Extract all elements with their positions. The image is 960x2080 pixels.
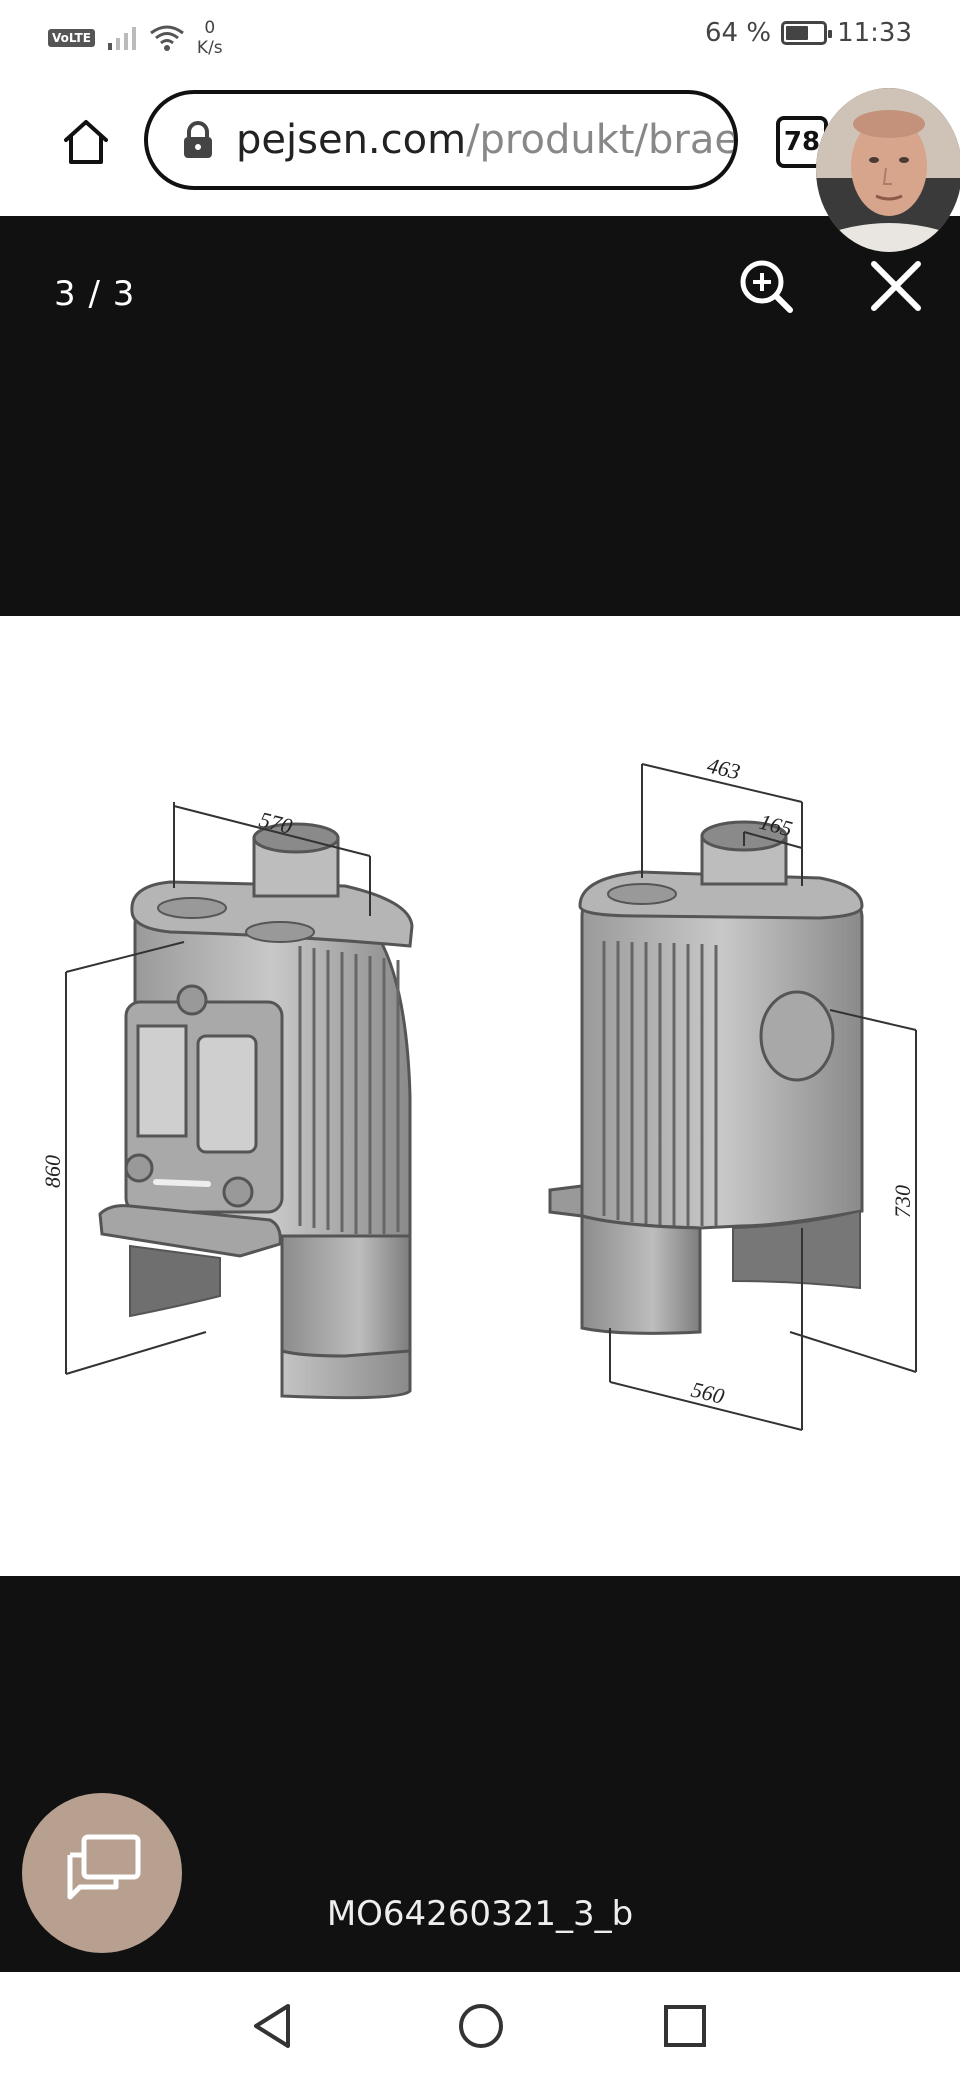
image-caption: MO64260321_3_b: [326, 1894, 634, 1934]
system-navigation-bar: [0, 1972, 960, 2080]
status-bar: VoLTE 0 K/s 64 % 11:33: [0, 0, 960, 70]
side-stove: [548, 820, 864, 1335]
home-icon: [64, 120, 108, 164]
clock: 11:33: [837, 18, 912, 48]
url-text: pejsen.com/produkt/brae: [236, 117, 738, 163]
url-path: /produkt/brae: [466, 117, 738, 163]
network-speed-value: 0: [204, 18, 216, 38]
browser-toolbar: pejsen.com/produkt/brae 78: [0, 70, 960, 216]
battery-fill: [786, 26, 808, 40]
image-viewer-footer: MO64260321_3_b: [0, 1576, 960, 1972]
battery-percent: 64 %: [705, 18, 772, 48]
front-stove: [98, 822, 414, 1400]
person-face-icon: [816, 88, 960, 252]
zoom-in-icon[interactable]: [736, 256, 796, 316]
lock-icon: [184, 121, 212, 158]
video-call-avatar[interactable]: [816, 88, 960, 252]
tab-count: 78: [783, 127, 821, 157]
stove-dimension-drawing: 570 860 463 165 730 560: [40, 753, 917, 1431]
url-domain: pejsen.com: [236, 117, 467, 163]
battery-nub: [828, 30, 833, 38]
recent-apps-icon[interactable]: [660, 2000, 710, 2052]
volte-badge: VoLTE: [48, 29, 95, 47]
back-icon[interactable]: [248, 2000, 298, 2052]
home-circle-icon[interactable]: [456, 2000, 506, 2052]
url-field[interactable]: pejsen.com/produkt/brae: [144, 90, 738, 190]
network-speed: 0 K/s: [197, 18, 223, 58]
dim-front-height: 860: [40, 1155, 65, 1188]
chat-bubbles-icon: [67, 1834, 141, 1900]
wifi-icon: [150, 25, 184, 51]
product-image[interactable]: 570 860 463 165 730 560: [0, 616, 960, 1576]
close-icon[interactable]: [866, 256, 926, 316]
status-left: VoLTE 0 K/s: [48, 18, 223, 58]
image-viewer-header: 3 / 3: [0, 216, 960, 616]
dimension-lines: [65, 763, 917, 1431]
status-right: 64 % 11:33: [705, 18, 912, 48]
dim-side-height: 730: [890, 1185, 915, 1218]
chat-button[interactable]: [22, 1793, 182, 1953]
battery-icon: [781, 21, 833, 45]
signal-icon: [107, 27, 136, 50]
image-counter: 3 / 3: [54, 274, 136, 314]
home-button[interactable]: [56, 112, 116, 172]
network-speed-unit: K/s: [196, 38, 223, 58]
